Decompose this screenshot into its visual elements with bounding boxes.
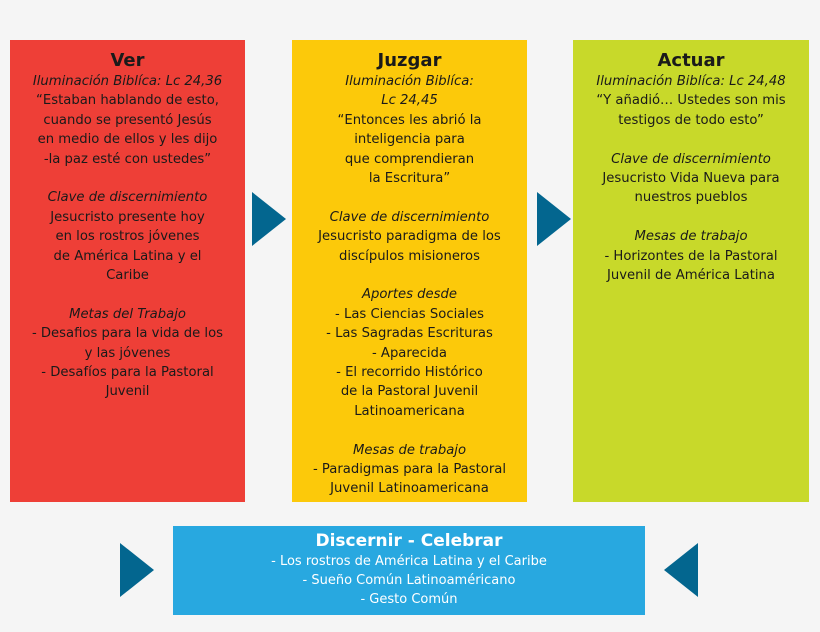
ver-biblical-ref: Iluminación Biblíca: Lc 24,36 — [32, 74, 223, 89]
actuar-tables-line: Juvenil de América Latina — [606, 268, 775, 284]
spacer — [573, 130, 809, 149]
juzgar-contrib-line: - El recorrido Histórico — [336, 365, 483, 381]
ver-goal-line: Juvenil — [105, 384, 150, 400]
actuar-biblical-ref: Iluminación Biblíca: Lc 24,48 — [596, 74, 786, 89]
discernir-title: Discernir - Celebrar — [315, 531, 503, 551]
ver-key-line: Caribe — [106, 268, 149, 284]
spacer — [292, 188, 527, 207]
juzgar-tables-label: Mesas de trabajo — [352, 442, 467, 458]
ver-key-line: en los rostros jóvenes — [55, 229, 200, 245]
juzgar-quote-line: inteligencia para — [354, 132, 465, 148]
arrow-right-icon — [120, 543, 154, 597]
ver-quote-line: “Estaban hablando de esto, — [36, 93, 219, 109]
actuar-quote-line: “Y añadió… Ustedes son mis — [596, 93, 786, 109]
juzgar-contrib-label: Aportes desde — [361, 287, 458, 303]
discernir-item: - Sueño Común Latinoaméricano — [302, 573, 516, 588]
discernir-item: - Gesto Común — [360, 592, 458, 607]
juzgar-biblical-ref: Iluminación Biblíca: — [345, 74, 474, 89]
juzgar-key-line: discípulos misioneros — [339, 248, 480, 264]
juzgar-tables-line: Juvenil Latinoamericana — [330, 481, 489, 497]
ver-goal-line: - Desafíos para la Pastoral — [41, 365, 214, 381]
actuar-key-label: Clave de discernimiento — [611, 151, 771, 167]
spacer — [292, 266, 527, 285]
actuar-quote-line: testigos de todo esto” — [618, 112, 764, 128]
juzgar-key-line: Jesucristo paradigma de los — [318, 229, 501, 245]
spacer — [10, 169, 245, 188]
juzgar-contrib-line: - Las Sagradas Escrituras — [326, 326, 493, 342]
ver-title: Ver — [110, 50, 145, 71]
juzgar-contrib-line: - Las Ciencias Sociales — [335, 306, 484, 322]
ver-goal-line: - Desafios para la vida de los — [31, 326, 224, 342]
ver-key-label: Clave de discernimiento — [47, 190, 208, 206]
ver-box: Ver Iluminación Biblíca: Lc 24,36 “Estab… — [10, 40, 245, 502]
actuar-key-line: nuestros pueblos — [634, 190, 748, 206]
ver-goal-line: y las jóvenes — [84, 345, 171, 361]
juzgar-key-label: Clave de discernimiento — [329, 209, 490, 225]
juzgar-quote-line: “Entonces les abrió la — [337, 112, 482, 128]
ver-quote-line: -la paz esté con ustedes” — [43, 151, 212, 167]
juzgar-contrib-line: de la Pastoral Juvenil — [340, 384, 479, 400]
juzgar-title: Juzgar — [377, 50, 442, 71]
arrow-right-icon — [537, 192, 571, 246]
arrow-right-icon — [252, 192, 286, 246]
ver-key-line: de América Latina y el — [53, 248, 202, 264]
ver-goals-label: Metas del Trabajo — [69, 306, 186, 322]
actuar-tables-label: Mesas de trabajo — [634, 229, 748, 245]
spacer — [10, 285, 245, 304]
actuar-key-line: Jesucristo Vida Nueva para — [602, 171, 780, 187]
actuar-title: Actuar — [657, 50, 725, 71]
juzgar-contrib-line: Latinoamericana — [354, 403, 465, 419]
spacer — [573, 208, 809, 227]
discernir-box: Discernir - Celebrar - Los rostros de Am… — [173, 526, 645, 615]
actuar-box: Actuar Iluminación Biblíca: Lc 24,48 “Y … — [573, 40, 809, 502]
juzgar-tables-line: - Paradigmas para la Pastoral — [312, 462, 507, 478]
discernir-item: - Los rostros de América Latina y el Car… — [271, 554, 547, 569]
juzgar-contrib-line: - Aparecida — [371, 345, 448, 361]
arrow-left-icon — [664, 543, 698, 597]
ver-quote-line: en medio de ellos y les dijo — [37, 132, 218, 148]
juzgar-quote-line: la Escritura” — [368, 171, 451, 187]
ver-key-line: Jesucristo presente hoy — [50, 209, 205, 225]
ver-quote-line: cuando se presentó Jesús — [43, 112, 212, 128]
juzgar-biblical-ref: Lc 24,45 — [381, 93, 438, 109]
juzgar-box: Juzgar Iluminación Biblíca: Lc 24,45 “En… — [292, 40, 527, 502]
juzgar-quote-line: que comprendieran — [344, 151, 475, 167]
actuar-tables-line: - Horizontes de la Pastoral — [604, 248, 778, 264]
spacer — [292, 421, 527, 440]
